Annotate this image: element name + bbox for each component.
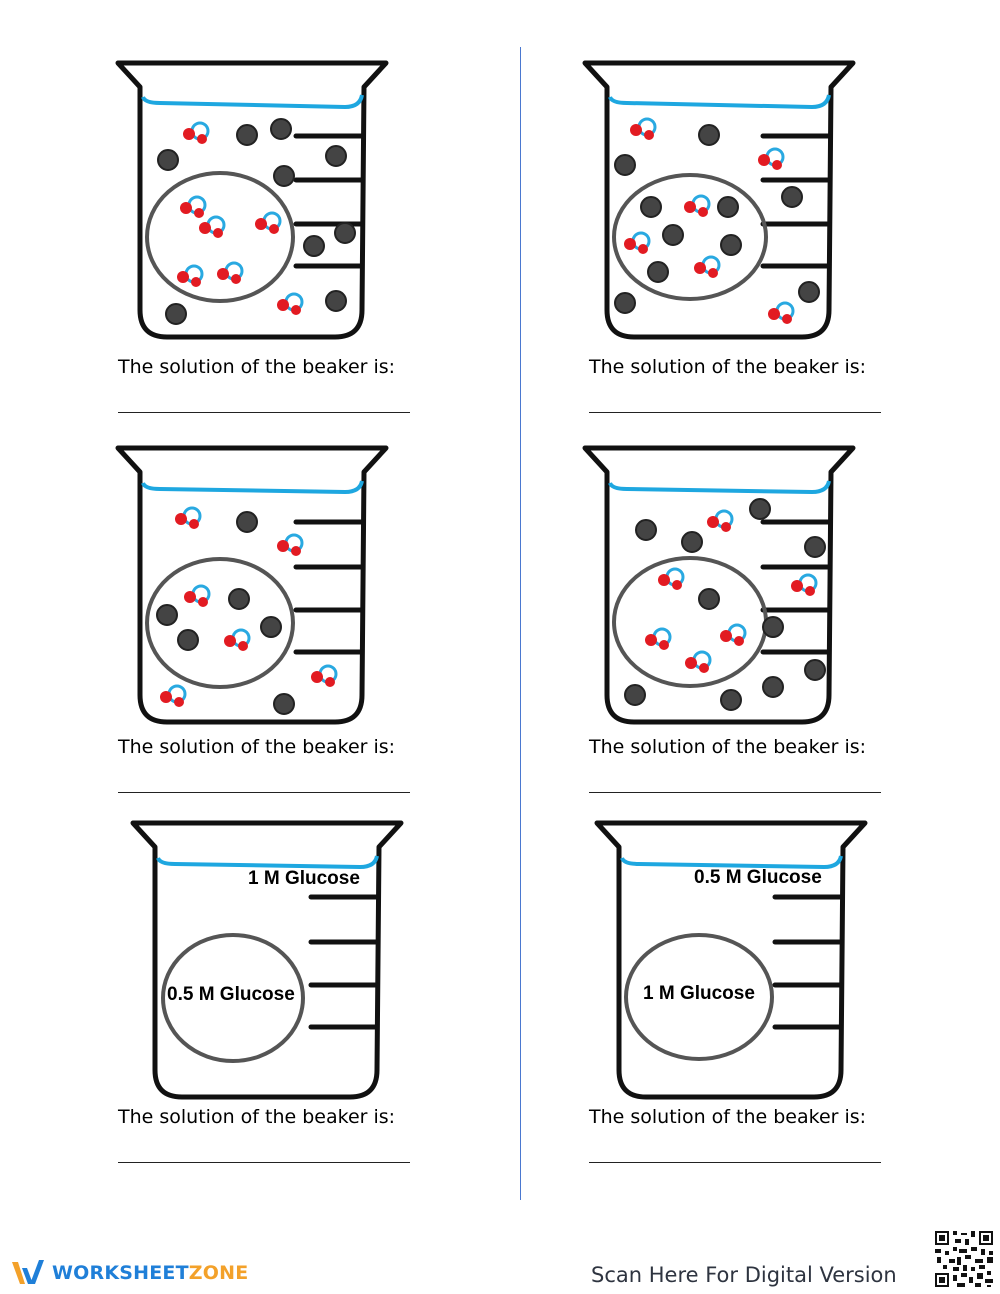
worksheetzone-logo-icon (12, 1260, 44, 1284)
brand-name: WORKSHEETZONE (52, 1262, 249, 1284)
outside-concentration-label: 0.5 M Glucose (694, 867, 822, 888)
scan-instruction: Scan Here For Digital Version (591, 1263, 897, 1287)
water-molecules (177, 121, 304, 315)
question-prompt: The solution of the beaker is: (118, 356, 396, 378)
inside-concentration-label: 0.5 M Glucose (167, 984, 295, 1005)
question-prompt: The solution of the beaker is: (118, 1106, 396, 1128)
solute-particles (157, 118, 356, 325)
question-prompt: The solution of the beaker is: (118, 736, 396, 758)
answer-blank[interactable] (589, 412, 881, 413)
question-prompt: The solution of the beaker is: (589, 736, 867, 758)
cell-membrane (145, 171, 295, 303)
question-prompt: The solution of the beaker is: (589, 1106, 867, 1128)
question-prompt: The solution of the beaker is: (589, 356, 867, 378)
answer-blank[interactable] (118, 1162, 410, 1163)
answer-blank[interactable] (118, 792, 410, 793)
answer-blank[interactable] (118, 412, 410, 413)
column-divider (520, 47, 521, 1200)
answer-blank[interactable] (589, 1162, 881, 1163)
inside-concentration-label: 1 M Glucose (643, 983, 755, 1004)
qr-code-icon[interactable] (933, 1229, 995, 1289)
answer-blank[interactable] (589, 792, 881, 793)
outside-concentration-label: 1 M Glucose (248, 868, 360, 889)
brand-logo: WORKSHEETZONE (10, 1258, 248, 1288)
